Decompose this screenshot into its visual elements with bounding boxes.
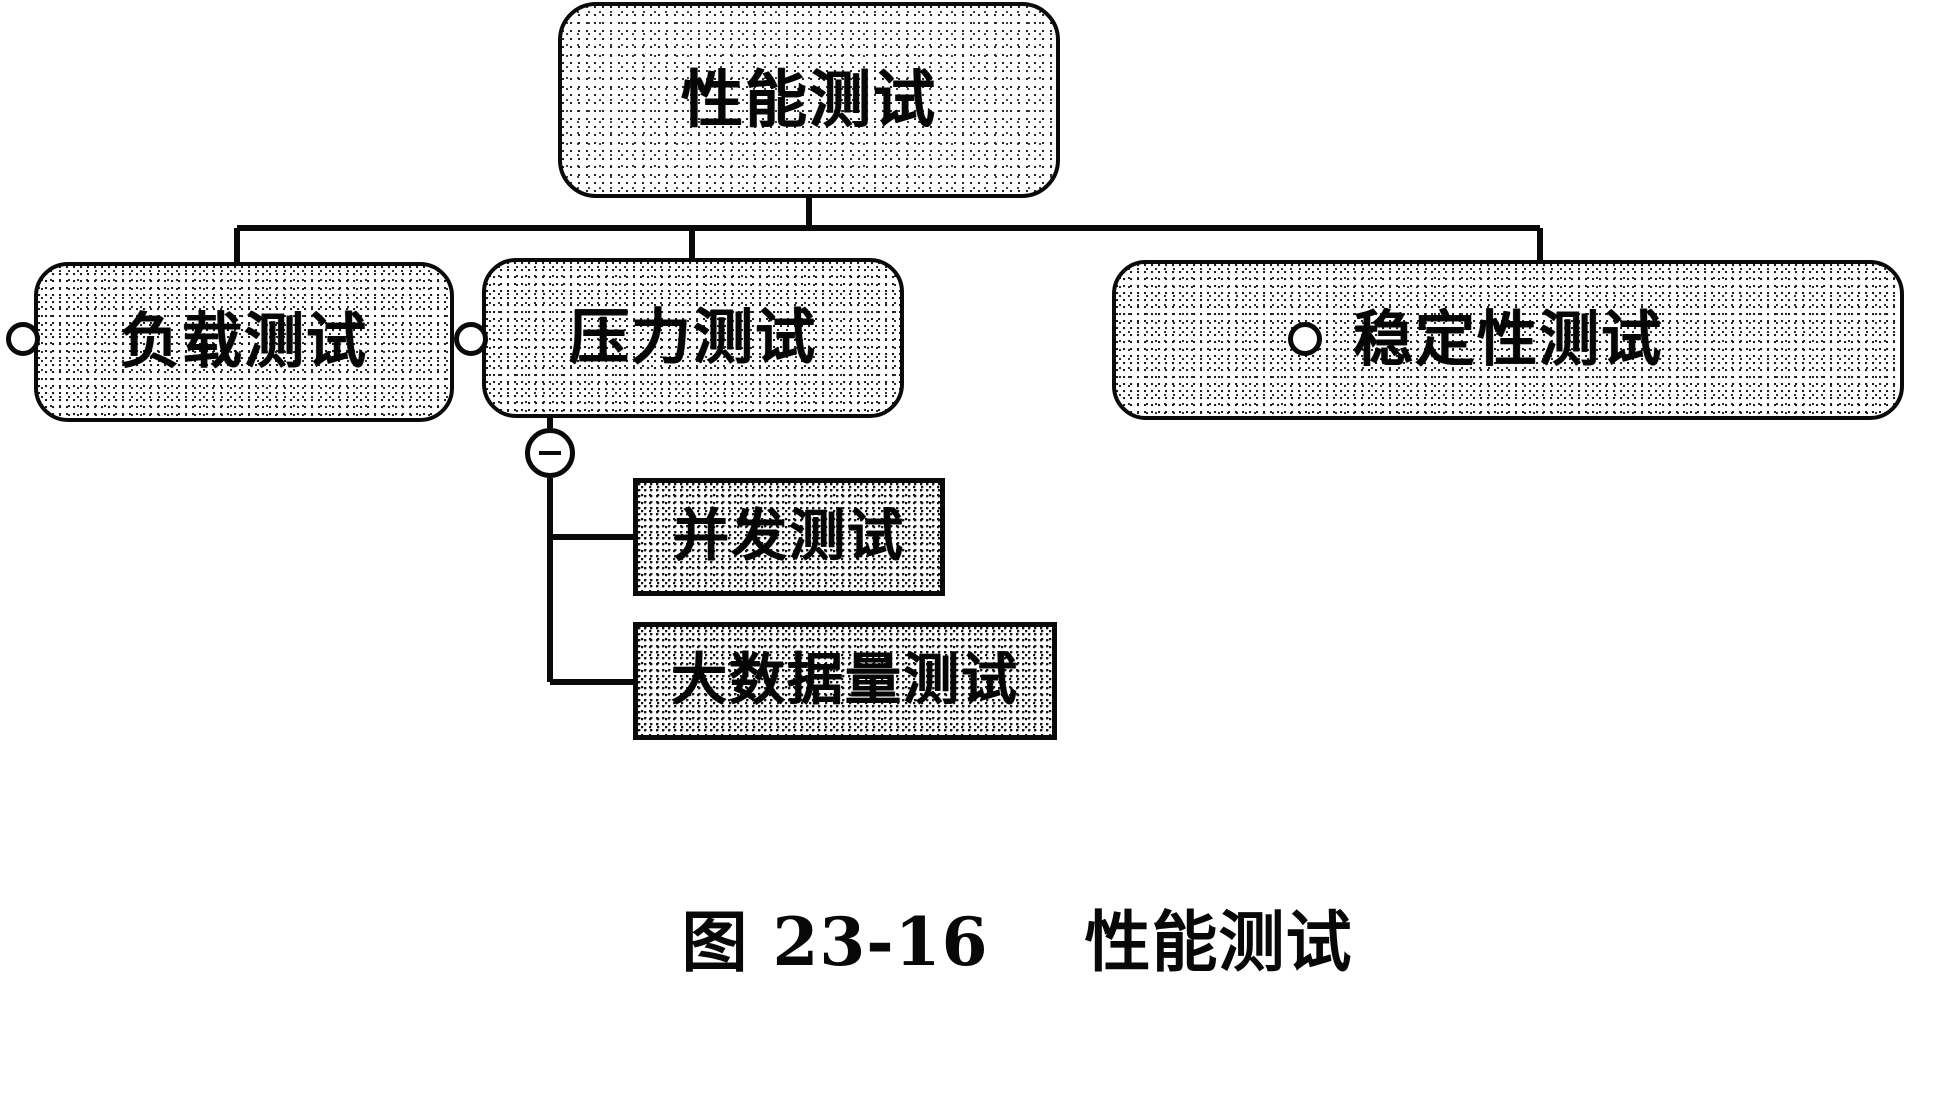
figure-number: 图 23-16	[681, 903, 989, 981]
figure-title: 性能测试	[1084, 904, 1353, 981]
node-label: 并发测试	[673, 504, 905, 569]
connector-circle-stability[interactable]	[1288, 322, 1322, 356]
node-label: 稳定性测试	[1353, 305, 1663, 375]
figure-caption: 图 23-16 性能测试	[0, 812, 1938, 1062]
node-performance-testing[interactable]: 性能测试	[558, 2, 1060, 198]
connector-circle-stress[interactable]	[454, 322, 488, 356]
minus-icon[interactable]	[525, 428, 575, 478]
node-stress-testing[interactable]: 压力测试	[482, 258, 904, 418]
node-label: 压力测试	[569, 303, 817, 373]
node-stability-testing[interactable]: 稳定性测试	[1112, 260, 1904, 420]
node-label: 性能测试	[680, 63, 937, 136]
node-concurrency-testing[interactable]: 并发测试	[633, 478, 945, 596]
node-bulk-data-testing[interactable]: 大数据量测试	[633, 622, 1057, 740]
node-load-testing[interactable]: 负载测试	[34, 262, 454, 422]
node-label: 大数据量测试	[671, 648, 1019, 713]
figure-caption-gap	[989, 904, 1085, 981]
minus-glyph	[539, 451, 561, 455]
connector-circle-load[interactable]	[6, 322, 40, 356]
node-label: 负载测试	[120, 307, 368, 377]
